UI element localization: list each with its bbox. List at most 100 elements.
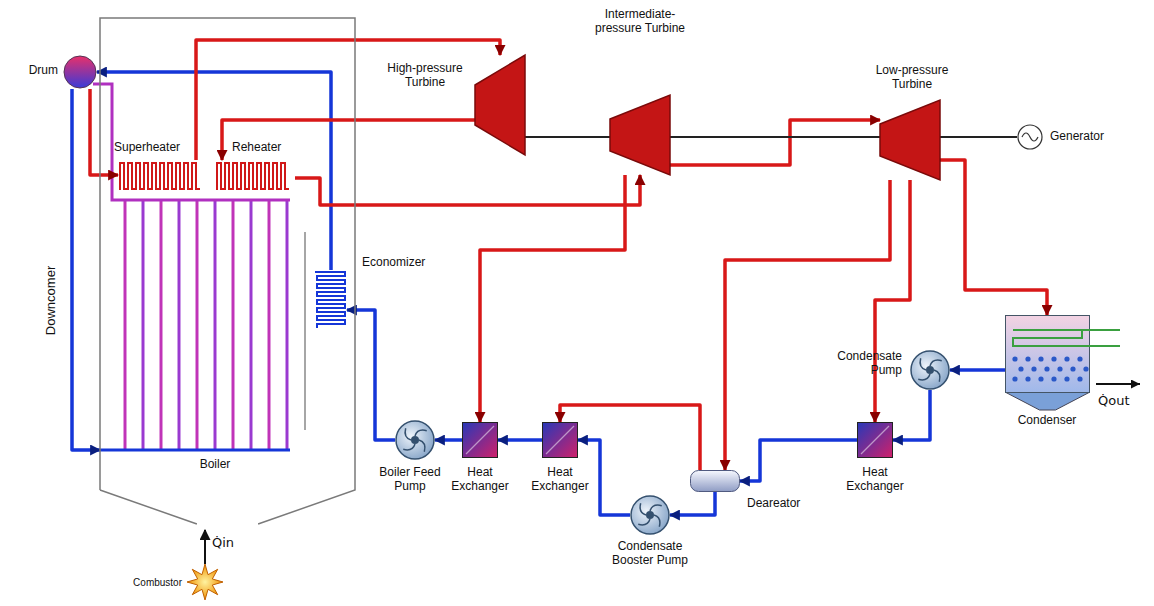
lp-turbine: Low-pressure Turbine xyxy=(880,100,940,180)
pipe-label: Downcomer xyxy=(45,265,60,334)
steam-line xyxy=(222,120,475,160)
pump-shape xyxy=(395,420,435,460)
economizer-coil: Economizer xyxy=(315,270,347,335)
condensate-drop xyxy=(1077,356,1082,361)
exchanger-body xyxy=(543,423,578,458)
cooling-water-pipe xyxy=(1090,330,1120,346)
condensate-drop xyxy=(1018,366,1023,371)
shaft-line xyxy=(525,136,610,138)
component-label: Deareator xyxy=(747,497,800,511)
heat-label: Q̇out xyxy=(1098,394,1130,409)
condensate-drop xyxy=(1012,356,1017,361)
condensate-drop xyxy=(1064,376,1069,381)
component-label: Superheater xyxy=(114,141,180,155)
condensate-drop xyxy=(1025,356,1030,361)
water-line xyxy=(670,492,715,515)
condensate-drop xyxy=(1051,376,1056,381)
condensate-drop xyxy=(1038,376,1043,381)
condensate-drop xyxy=(1064,356,1069,361)
water-line xyxy=(893,390,930,440)
boiler-tube xyxy=(178,200,181,450)
exchanger-diagonal xyxy=(546,426,574,454)
boiler-tube xyxy=(286,200,289,450)
component-label: Heat Exchanger xyxy=(843,466,907,494)
water-line xyxy=(740,440,857,481)
component-label: Boiler Feed Pump xyxy=(376,466,444,494)
superheater-coil: Superheater xyxy=(118,160,200,190)
steam-line xyxy=(295,175,640,205)
impeller-hub xyxy=(646,511,654,519)
heat-exchanger: Heat Exchanger xyxy=(462,422,498,458)
condensate-drop xyxy=(1070,366,1075,371)
water-line xyxy=(435,438,462,442)
impeller xyxy=(638,503,661,526)
boiler-tube xyxy=(160,200,163,450)
coil xyxy=(217,163,289,190)
coil-shape xyxy=(118,160,200,190)
exchanger-diagonal xyxy=(466,426,494,454)
furnace-outline xyxy=(100,18,355,524)
heat-exchanger: Heat Exchanger xyxy=(542,422,578,458)
impeller xyxy=(918,358,941,381)
boiler-tube xyxy=(214,200,217,450)
ip-turbine: Intermediate-pressure Turbine xyxy=(610,95,670,175)
component-label: Drum xyxy=(29,64,58,78)
heat-out-arrow xyxy=(1096,383,1140,385)
heat-exchanger: Heat Exchanger xyxy=(857,422,893,458)
condensate-drop xyxy=(1025,376,1030,381)
component-label: Condenser xyxy=(1018,414,1077,428)
combustor-flame: Combustor xyxy=(187,564,223,600)
condensate-drop xyxy=(1044,366,1049,371)
condenser-vessel: Condenser xyxy=(1005,315,1090,410)
gen-shape xyxy=(1017,124,1043,150)
condensate-drop xyxy=(1031,366,1036,371)
boiler-tube xyxy=(124,200,127,450)
component-label: Reheater xyxy=(232,141,281,155)
boiler-shape xyxy=(100,18,355,530)
component-label: Heat Exchanger xyxy=(448,466,512,494)
hx-shape xyxy=(542,422,578,458)
heat-line xyxy=(204,530,206,564)
component-label: Condensate Pump xyxy=(828,350,902,378)
component-label: Heat Exchanger xyxy=(528,466,592,494)
deaerator-tank: Deareator xyxy=(690,470,740,492)
sine-wave xyxy=(1022,133,1038,141)
exchanger-body xyxy=(858,423,893,458)
boiler-furnace: BoilerSuperheaterReheaterEconomizer xyxy=(100,18,355,530)
water-line xyxy=(950,368,1005,372)
cooling-tube xyxy=(1013,330,1090,346)
hotwell xyxy=(1005,392,1090,410)
condensate-drop xyxy=(1083,366,1088,371)
generator-body xyxy=(1018,125,1042,149)
component-label: Generator xyxy=(1050,130,1104,144)
component-label: Combustor xyxy=(133,577,182,589)
component-label: Boiler xyxy=(200,458,231,472)
component-label: Intermediate-pressure Turbine xyxy=(590,8,690,36)
impeller xyxy=(403,428,426,451)
steam-line xyxy=(940,160,1047,315)
pump-casing xyxy=(396,421,434,459)
hp-turbine: High-pressure Turbine xyxy=(475,55,525,155)
bottom-header xyxy=(100,449,290,452)
turb-shape xyxy=(880,100,940,180)
econ-shape xyxy=(315,270,347,335)
flame-star xyxy=(187,564,223,600)
hx-shape xyxy=(857,422,893,458)
coil xyxy=(120,163,200,190)
hx-shape xyxy=(462,422,498,458)
heat-label: Q̇in xyxy=(212,536,234,551)
generator-symbol: Generator xyxy=(1017,124,1043,150)
drum-shape xyxy=(63,55,97,89)
water-line xyxy=(578,440,630,515)
component-label: Condensate Booster Pump xyxy=(610,540,690,568)
coil xyxy=(315,272,345,328)
boiler-tube xyxy=(268,200,271,450)
steam-drum: Drum xyxy=(63,55,97,89)
turb-shape xyxy=(475,55,525,155)
riser-header xyxy=(93,84,290,200)
shaft-line xyxy=(670,136,880,138)
boiler-tubes xyxy=(125,200,287,450)
reheater-coil: Reheater xyxy=(215,160,295,190)
water-line xyxy=(498,438,542,442)
turb-shape xyxy=(610,95,670,175)
